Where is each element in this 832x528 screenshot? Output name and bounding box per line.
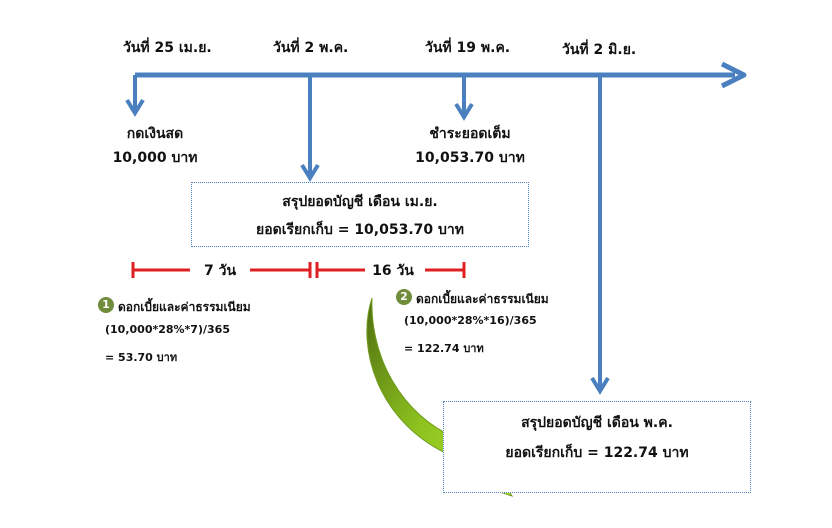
interest-2-result: = 122.74 บาท: [404, 342, 484, 355]
badge-1: 1: [98, 297, 114, 313]
date-label-jun-2: วันที่ 2 มิ.ย.: [562, 42, 637, 58]
interval-label-second: 16 วัน: [372, 263, 414, 279]
statement-april-amount: ยอดเรียกเก็บ = 10,053.70 บาท: [256, 222, 464, 238]
interest-2-title: ดอกเบี้ยและค่าธรรมเนียม: [416, 292, 549, 306]
interval-bracket-first: [131, 262, 312, 278]
date-label-apr-25: วันที่ 25 เม.ย.: [123, 40, 212, 56]
statement-may-amount: ยอดเรียกเก็บ = 122.74 บาท: [505, 445, 689, 461]
payment-title: ชำระยอดเต็ม: [429, 126, 511, 142]
interest-2-formula: (10,000*28%*16)/365: [404, 314, 537, 327]
withdraw-title: กดเงินสด: [126, 126, 184, 142]
statement-box-april: สรุปยอดบัญชี เดือน เม.ย. ยอดเรียกเก็บ = …: [191, 182, 529, 247]
interest-1-title: ดอกเบี้ยและค่าธรรมเนียม: [118, 300, 251, 314]
date-label-may-19: วันที่ 19 พ.ค.: [425, 40, 511, 56]
badge-2: 2: [396, 289, 412, 305]
interval-bracket-second: [315, 262, 466, 278]
statement-may-title: สรุปยอดบัญชี เดือน พ.ค.: [521, 415, 673, 431]
down-arrow-statement-april: [300, 75, 320, 182]
timeline-axis: [135, 61, 747, 89]
down-arrow-withdraw: [125, 75, 145, 117]
payment-amount: 10,053.70 บาท: [415, 150, 525, 166]
withdraw-amount: 10,000 บาท: [112, 150, 198, 166]
down-arrow-statement-may: [590, 75, 610, 395]
down-arrow-payment: [454, 75, 474, 121]
interest-1-result: = 53.70 บาท: [105, 351, 178, 364]
statement-box-may: สรุปยอดบัญชี เดือน พ.ค. ยอดเรียกเก็บ = 1…: [443, 401, 751, 493]
interval-label-first: 7 วัน: [203, 263, 237, 279]
date-label-may-2: วันที่ 2 พ.ค.: [273, 40, 349, 56]
statement-april-title: สรุปยอดบัญชี เดือน เม.ย.: [282, 194, 438, 210]
interest-1-formula: (10,000*28%*7)/365: [105, 323, 230, 336]
